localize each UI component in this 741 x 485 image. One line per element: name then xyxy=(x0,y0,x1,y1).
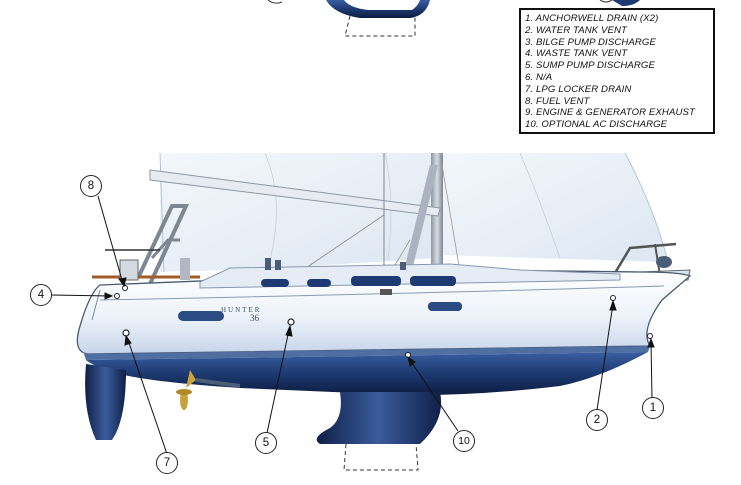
legend-item: 1. ANCHORWELL DRAIN (X2) xyxy=(525,13,659,24)
fitting-5 xyxy=(287,318,295,326)
upper-keel-fragment xyxy=(267,0,640,37)
legend-item: 10. OPTIONAL AC DISCHARGE xyxy=(525,119,668,131)
leader-lines xyxy=(51,195,655,455)
legend-item: 9. ENGINE & GENERATOR EXHAUST xyxy=(525,107,695,119)
fitting-8 xyxy=(122,285,128,291)
callout-5: 5 xyxy=(255,432,277,454)
legend-item: 3. BILGE PUMP DISCHARGE xyxy=(525,36,656,48)
callout-1: 1 xyxy=(642,397,664,419)
callout-7: 7 xyxy=(156,452,178,474)
legend-item: 6. N/A xyxy=(525,71,553,83)
legend-item: 5. SUMP PUMP DISCHARGE xyxy=(525,60,655,72)
hull xyxy=(76,258,692,355)
legend-item: 2. WATER TANK VENT xyxy=(525,24,628,36)
callout-8: 8 xyxy=(80,175,102,197)
callout-4: 4 xyxy=(30,284,52,306)
callout-10: 10 xyxy=(453,430,475,452)
legend-item: 4. WASTE TANK VENT xyxy=(525,48,628,60)
fitting-7 xyxy=(122,329,130,337)
legend-item: 8. FUEL VENT xyxy=(525,95,590,107)
mast-and-boom xyxy=(149,152,461,291)
stern-rail xyxy=(92,204,200,285)
hull-brand-name: HUNTER xyxy=(221,306,262,314)
legend: 1. ANCHORWELL DRAIN (X2) 2. WATER TANK V… xyxy=(519,8,715,134)
fitting-1 xyxy=(647,333,653,339)
fitting-4 xyxy=(114,293,120,299)
hull-model-number: 36 xyxy=(250,313,259,323)
underbody xyxy=(84,346,650,471)
callout-2: 2 xyxy=(586,409,608,431)
legend-item: 7. LPG LOCKER DRAIN xyxy=(525,83,632,95)
